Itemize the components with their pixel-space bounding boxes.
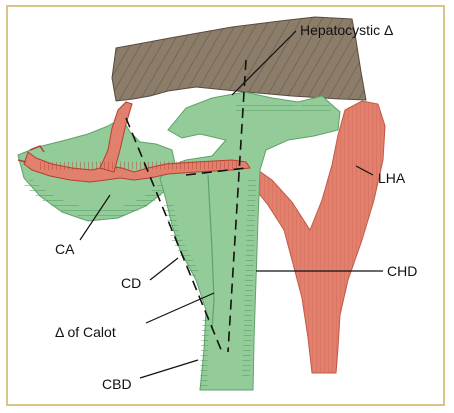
label-cd: CD xyxy=(121,275,141,291)
label-lha: LHA xyxy=(378,170,406,186)
label-hepatocystic-triangle: Hepatocystic Δ xyxy=(300,22,393,38)
leader-calot xyxy=(146,293,214,323)
leader-cbd xyxy=(140,360,198,378)
label-ca: CA xyxy=(55,241,75,257)
label-chd: CHD xyxy=(387,263,417,279)
label-cbd: CBD xyxy=(102,376,132,392)
label-triangle-of-calot: Δ of Calot xyxy=(55,324,116,340)
leader-cd xyxy=(150,258,178,280)
